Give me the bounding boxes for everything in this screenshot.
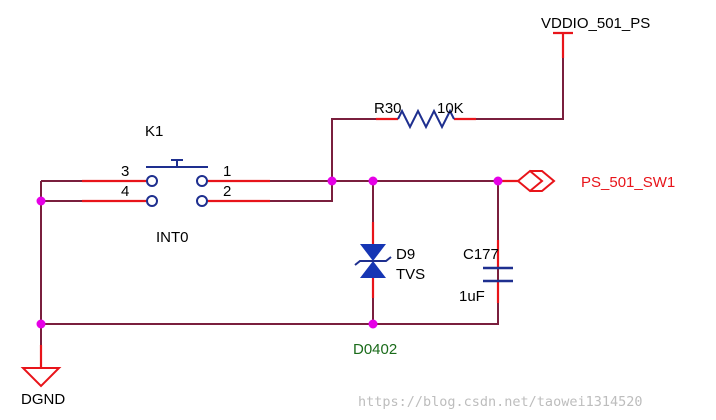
wire-top-rail [270, 180, 499, 300]
switch-k1-symbol [146, 159, 208, 207]
ground-label: DGND [21, 391, 65, 408]
net-port-symbol [516, 169, 556, 193]
wire-bottom-rail [41, 300, 499, 325]
cap-value-label: 1uF [459, 288, 485, 305]
junction-dot [493, 176, 503, 186]
pin-number-2: 2 [223, 183, 231, 200]
junction-dot [368, 176, 378, 186]
switch-contact-3 [146, 175, 158, 187]
pin-number-4: 4 [121, 183, 129, 200]
supply-label: VDDIO_501_PS [541, 15, 650, 32]
watermark-text: https://blog.csdn.net/taowei1314520 [358, 394, 642, 410]
cap-ref-label: C177 [463, 246, 499, 263]
wire-pin2-return [270, 181, 333, 202]
pin-number-1: 1 [223, 163, 231, 180]
ground-symbol [20, 367, 62, 388]
diode-ref-label: D9 [396, 246, 415, 263]
resistor-r30-body [397, 108, 455, 130]
switch-ref-label: K1 [145, 123, 163, 140]
wire-supply-to-r30 [476, 51, 564, 120]
net-name-label: PS_501_SW1 [581, 174, 675, 191]
tvs-lower-triangle [360, 261, 386, 278]
junctions [36, 176, 503, 329]
tvs-upper-triangle [360, 244, 386, 261]
package-label: D0402 [353, 341, 397, 358]
wire-r30-to-node [331, 118, 376, 181]
capacitor-c177-symbol [483, 266, 513, 283]
pin-number-3: 3 [121, 163, 129, 180]
resistor-value-label: 10K [437, 100, 464, 117]
net-port-diamond [516, 169, 544, 193]
pin-stubs [39, 33, 565, 368]
labels: VDDIO_501_PS R30 10K K1 3 4 1 2 INT0 PS_… [21, 15, 675, 410]
junction-dot [368, 319, 378, 329]
junction-dot [327, 176, 337, 186]
diode-type-label: TVS [396, 266, 425, 283]
junction-dot [36, 319, 46, 329]
switch-contact-2 [196, 195, 208, 207]
net-port-chevron [530, 170, 556, 192]
resistor-ref-label: R30 [374, 100, 402, 117]
switch-name-label: INT0 [156, 229, 189, 246]
diode-d9-symbol [354, 244, 392, 278]
wires [40, 51, 564, 368]
switch-contact-4 [146, 195, 158, 207]
junction-dot [36, 196, 46, 206]
tvs-clamp-bar [354, 256, 392, 266]
switch-contact-1 [196, 175, 208, 187]
